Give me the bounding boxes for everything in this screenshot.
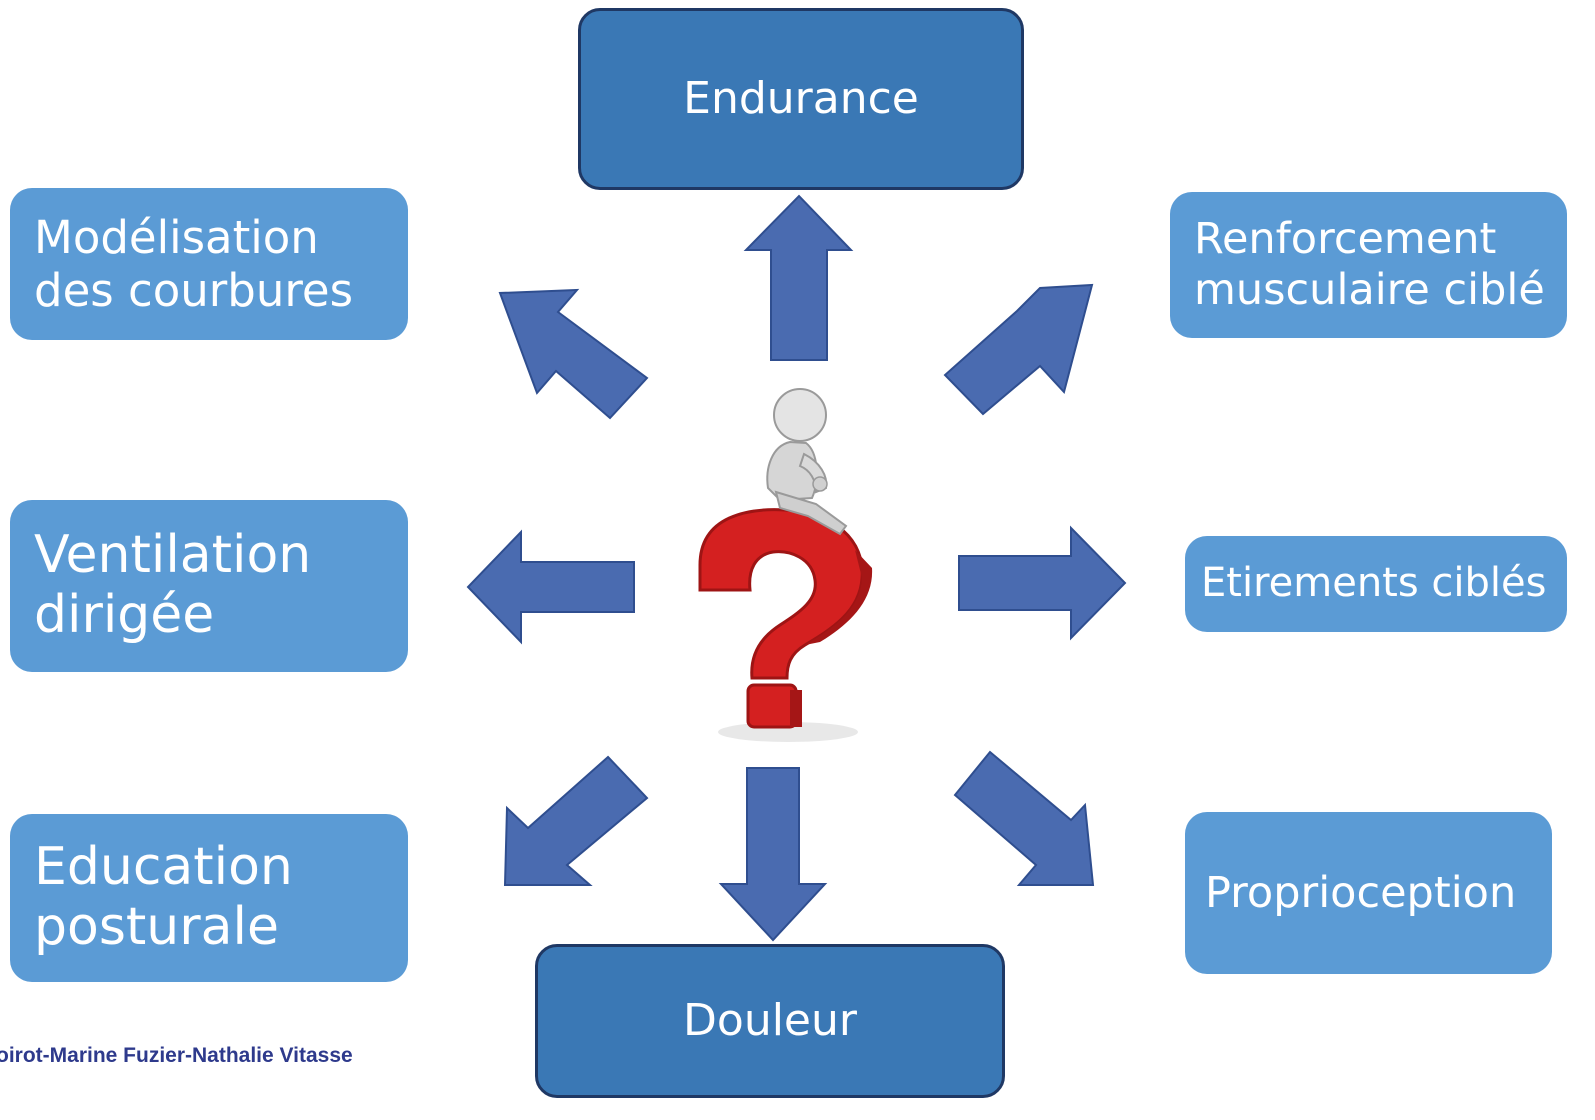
node-endurance-label: Endurance	[683, 73, 919, 125]
arrow-left	[466, 529, 635, 645]
arrow-down-right	[953, 750, 1095, 886]
arrow-right	[958, 525, 1127, 641]
node-modelisation: Modélisation des courbures	[10, 188, 408, 340]
node-etirements-label: Etirements ciblés	[1201, 560, 1547, 607]
node-proprioception-label: Proprioception	[1205, 867, 1517, 918]
node-douleur: Douleur	[535, 944, 1005, 1098]
footer-authors: oirot-Marine Fuzier-Nathalie Vitasse	[0, 1044, 353, 1067]
node-renforcement-label: Renforcement musculaire ciblé	[1194, 214, 1545, 315]
arrow-up-right	[943, 283, 1094, 416]
arrow-down	[718, 767, 828, 942]
node-education-label: Education posturale	[34, 837, 293, 957]
node-ventilation-label: Ventilation dirigée	[34, 525, 312, 645]
thinker-on-question-mark-illustration	[698, 388, 873, 742]
arrow-down-left	[503, 755, 649, 886]
question-mark-icon	[698, 508, 864, 680]
node-endurance: Endurance	[578, 8, 1024, 190]
arrow-up	[743, 194, 854, 361]
node-etirements: Etirements ciblés	[1185, 536, 1567, 632]
arrow-up-left	[498, 288, 649, 420]
node-education: Education posturale	[10, 814, 408, 982]
node-modelisation-label: Modélisation des courbures	[34, 210, 354, 317]
node-douleur-label: Douleur	[683, 995, 857, 1047]
thinking-man-icon	[766, 388, 848, 536]
node-ventilation: Ventilation dirigée	[10, 500, 408, 672]
node-renforcement: Renforcement musculaire ciblé	[1170, 192, 1567, 338]
node-proprioception: Proprioception	[1185, 812, 1552, 974]
